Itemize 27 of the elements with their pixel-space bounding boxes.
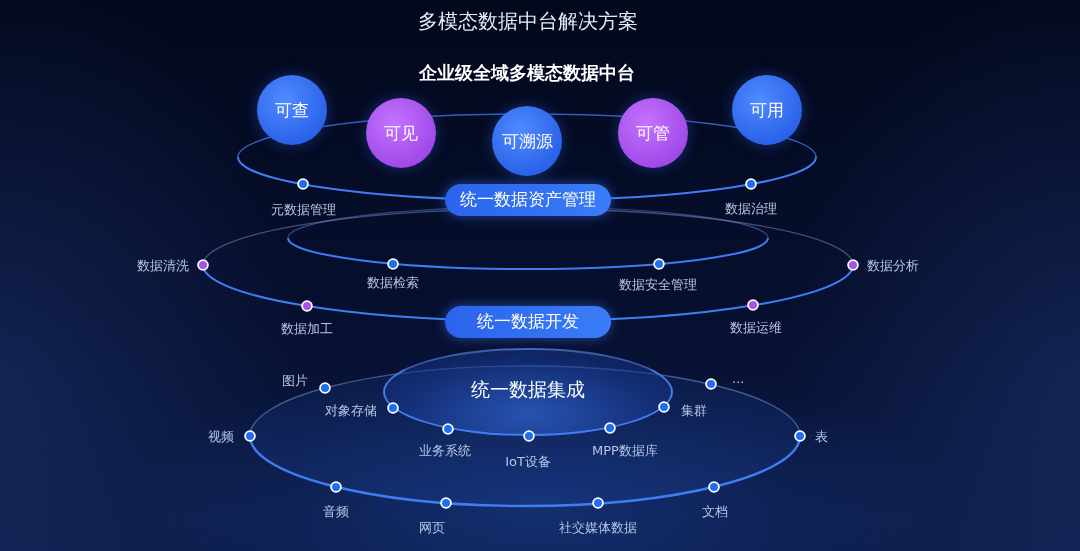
- ring-label: 文档: [702, 504, 728, 520]
- feature-circle: 可管: [618, 98, 688, 168]
- feature-circle: 可见: [366, 98, 436, 168]
- ring-label: 数据治理: [725, 201, 777, 217]
- ring-label: ...: [732, 371, 745, 387]
- ring-label: 图片: [282, 373, 308, 389]
- ring-label: 数据安全管理: [619, 277, 697, 293]
- subtitle: 企业级全域多模态数据中台: [419, 62, 635, 85]
- ring-label: 音频: [323, 504, 349, 520]
- layer-pill: 统一数据开发: [445, 306, 611, 338]
- title: 多模态数据中台解决方案: [418, 7, 638, 35]
- ring-label: 数据检索: [367, 275, 419, 291]
- feature-circle: 可查: [257, 75, 327, 145]
- ring-label: 元数据管理: [270, 202, 336, 218]
- ring-label: 数据清洗: [137, 258, 189, 274]
- ring-label: IoT设备: [505, 454, 551, 470]
- ring-label: 数据加工: [281, 321, 333, 337]
- platform-ellipse: 统一数据集成: [383, 348, 673, 436]
- ring-label: 数据运维: [730, 320, 782, 336]
- ring-label: 表: [815, 429, 828, 445]
- feature-circle: 可溯源: [492, 106, 562, 176]
- feature-circle: 可用: [732, 75, 802, 145]
- ring-label: 社交媒体数据: [559, 520, 637, 536]
- layer-pill: 统一数据资产管理: [445, 184, 611, 216]
- ring-label: 视频: [208, 429, 234, 445]
- ring-label: 网页: [419, 520, 445, 536]
- ring-label: 数据分析: [867, 258, 919, 274]
